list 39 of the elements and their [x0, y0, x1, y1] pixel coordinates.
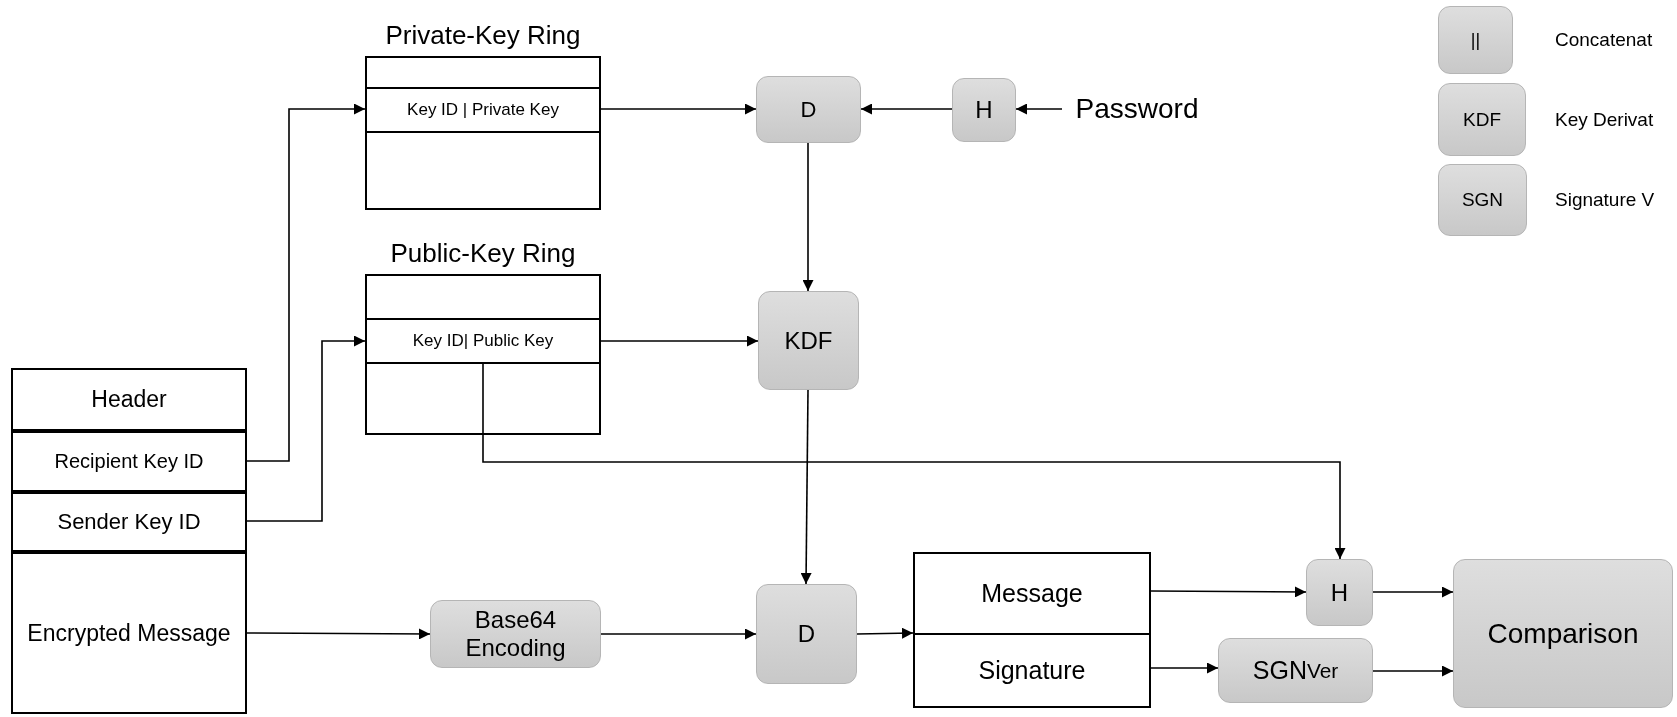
arrow: [600, 103, 757, 115]
arrow: [1150, 662, 1219, 674]
packet-field: Sender Key ID: [11, 492, 247, 552]
process-box: H: [1306, 559, 1373, 626]
legend-key-label: ||: [1470, 29, 1481, 51]
legend-key-label: SGN: [1461, 189, 1504, 211]
process-box: D: [756, 76, 861, 143]
process-box: KDF: [758, 291, 859, 390]
legend-text: Signature V: [1555, 189, 1655, 211]
arrow: [800, 389, 812, 585]
arrow: [802, 142, 814, 292]
arrow: [246, 103, 366, 462]
arrow: [600, 628, 757, 640]
process-box: H: [952, 78, 1016, 142]
process-box: D: [756, 584, 857, 684]
arrow: [1372, 665, 1454, 677]
arrow: [246, 335, 366, 522]
legend-text: Concatenat: [1555, 29, 1653, 51]
arrow: [1150, 586, 1307, 598]
arrow: [1015, 103, 1063, 115]
packet-field: Header: [11, 368, 247, 431]
arrow: [856, 627, 914, 639]
packet-field: Encrypted Message: [11, 552, 247, 714]
arrow: [482, 363, 1346, 560]
table-heading: Private-Key Ring: [384, 20, 582, 51]
packet-field: Recipient Key ID: [11, 431, 247, 492]
arrow: [860, 103, 953, 115]
table-heading: Public-Key Ring: [389, 238, 577, 269]
legend-text: Key Derivat: [1555, 108, 1654, 131]
arrow: [1372, 586, 1454, 598]
process-box: Comparison: [1453, 559, 1673, 708]
arrow: [600, 335, 759, 347]
process-box: Base64 Encoding: [430, 600, 601, 668]
legend-key-label: KDF: [1463, 108, 1501, 131]
packet-box: [913, 552, 1151, 708]
input-label: Password: [1062, 90, 1212, 128]
table-row: Key ID | Private Key: [367, 87, 599, 133]
arrow: [246, 628, 431, 640]
table-row: Key ID| Public Key: [367, 318, 599, 364]
